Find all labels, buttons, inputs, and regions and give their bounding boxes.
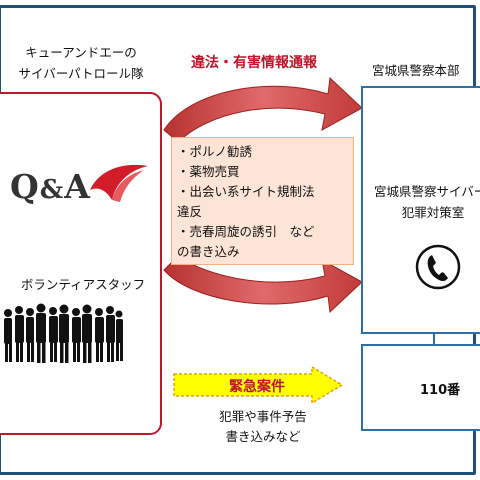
- list-item: 違反: [177, 204, 203, 219]
- emergency-description: 犯罪や事件予告 書き込みなど: [188, 407, 338, 447]
- emergency-arrow: [173, 366, 344, 404]
- reported-content-list: ・ポルノ勧誘 ・薬物売買 ・出会い系サイト規制法 違反 ・売春周旋の誘引 など …: [171, 137, 354, 265]
- emergency-number-label: 110番: [420, 383, 461, 398]
- list-item: ・ポルノ勧誘: [177, 144, 253, 159]
- hq-title-line1: 宮城県警察サイバー: [374, 184, 480, 199]
- list-item: ・薬物売買: [177, 164, 240, 179]
- qa-logo-label: Q&A: [10, 167, 91, 206]
- patrol-team-box: [0, 92, 162, 435]
- qa-logo-text: Q&A: [10, 167, 91, 206]
- list-item: の書き込み: [177, 244, 240, 259]
- upper-curved-arrow: [163, 76, 363, 143]
- emergency-desc-line2: 書き込みなど: [225, 429, 301, 444]
- report-flow-title: 違法・有害情報通報: [191, 55, 317, 71]
- list-item: ・売春周旋の誘引 など: [177, 224, 315, 239]
- emergency-110-box: [361, 344, 480, 431]
- list-item: ・出会い系サイト規制法: [177, 184, 315, 199]
- patrol-caption-line2: サイバーパトロール隊: [18, 66, 144, 81]
- volunteer-staff-silhouettes-icon: [4, 303, 123, 363]
- cyber-crime-office-title: 宮城県警察サイバー 犯罪対策室: [374, 181, 480, 223]
- qa-swoosh-logo-icon: [90, 164, 148, 202]
- patrol-caption-line1: キューアンドエーの: [25, 45, 137, 60]
- emergency-desc-line1: 犯罪や事件予告: [219, 409, 307, 424]
- emergency-label: 緊急案件: [229, 379, 285, 395]
- volunteer-label: ボランティアスタッフ: [20, 277, 146, 292]
- qa-logo-ampersand: &: [39, 175, 65, 205]
- hq-title-line2: 犯罪対策室: [401, 205, 465, 220]
- police-hq-caption: 宮城県警察本部: [372, 63, 460, 78]
- telephone-icon: [415, 244, 461, 290]
- patrol-team-caption: キューアンドエーの サイバーパトロール隊: [0, 42, 166, 84]
- hq-110-connector: [433, 333, 435, 345]
- police-hq-box: [361, 86, 480, 334]
